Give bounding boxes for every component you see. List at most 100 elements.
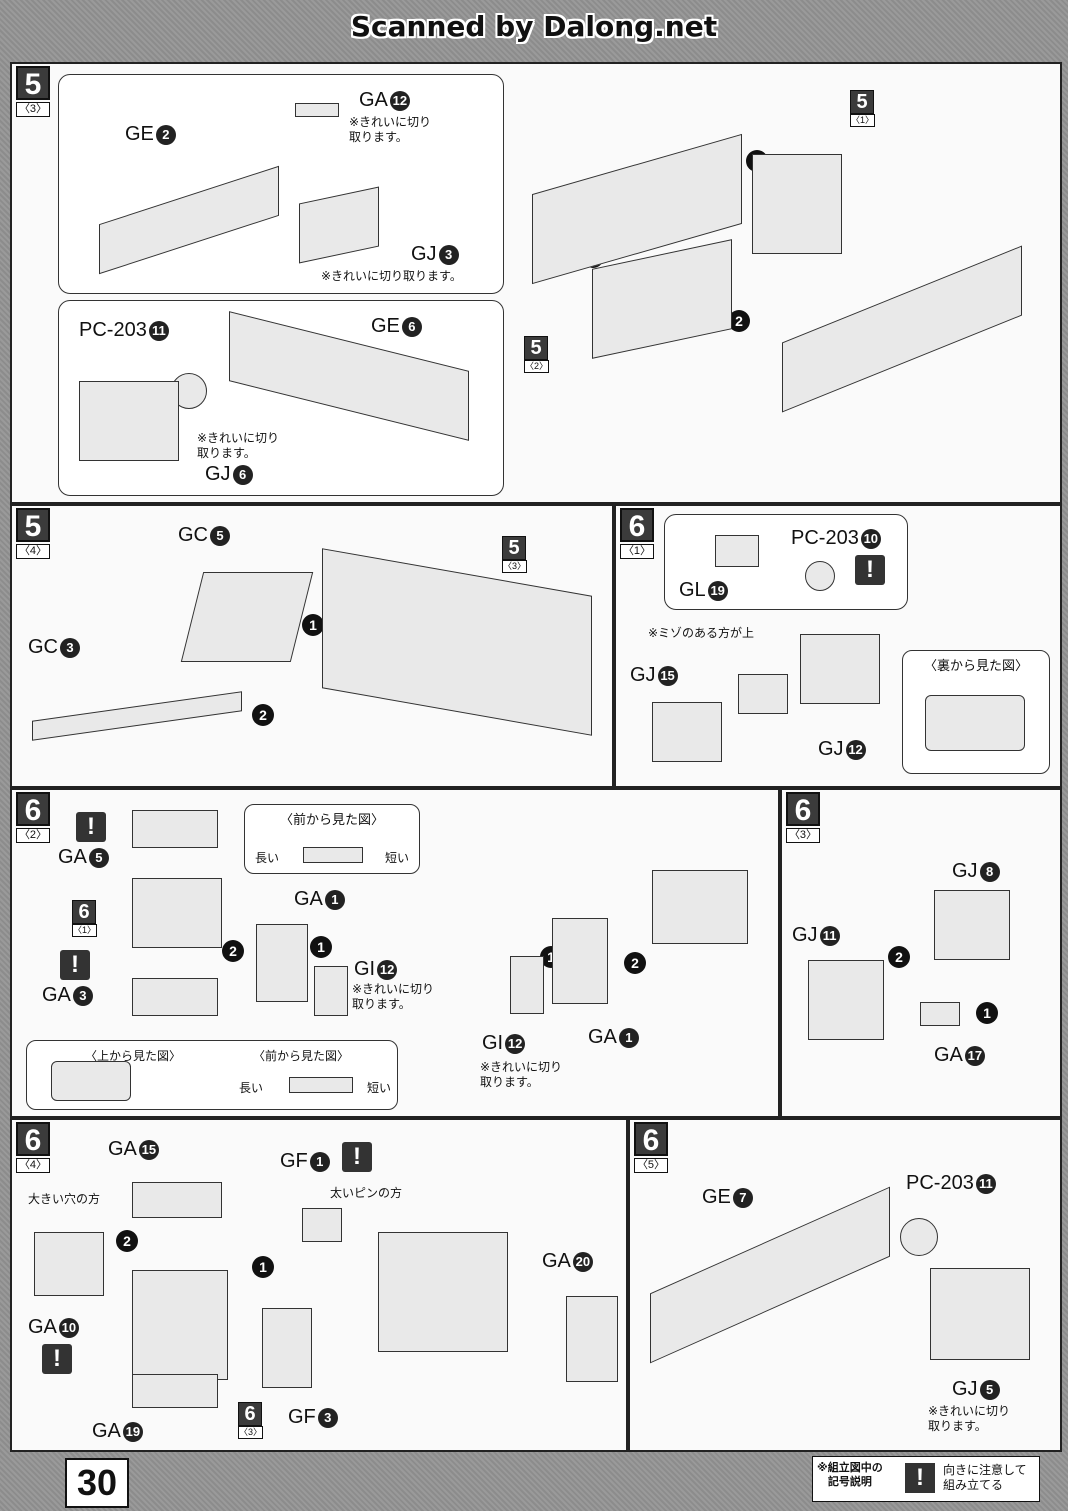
step-badge: 5〈4〉 [16,508,50,559]
note-big-hole: 大きい穴の方 [28,1192,101,1206]
ga12-part [295,103,339,117]
note-thick-pin: 太いピンの方 [330,1186,403,1200]
gj15-part [652,702,722,762]
short-label: 短い [385,851,410,865]
gc5-plate [180,572,314,662]
ref-6-3: 6〈3〉 [238,1402,264,1439]
right-assembly [378,1232,508,1352]
long-label: 長い [255,851,280,865]
ga15-part [132,1182,222,1218]
gj6-part [79,381,179,461]
legend-title: ※組立図中の 記号説明 [817,1462,883,1488]
symbol-legend: ※組立図中の 記号説明 ! 向きに注意して 組み立てる [812,1456,1040,1502]
step-sub: 〈3〉 [16,102,50,117]
ga5-part [132,810,218,848]
step-arrow-1: 1 [252,1256,274,1278]
ga20-part [566,1296,618,1382]
step-arrow-1: 1 [976,1002,998,1024]
step-badge: 6〈2〉 [16,792,50,843]
ga1-part-b [552,918,608,1004]
ge2-frame [99,165,279,275]
gf1-part [302,1208,342,1242]
step-number: 5 [16,66,50,101]
page-number: 30 [65,1458,129,1508]
gl19-part [715,535,759,567]
legend-text: 向きに注意して 組み立てる [943,1463,1027,1492]
gj11-part [808,960,884,1040]
ge7-frame [650,1186,890,1364]
note-gj5: ※きれいに切り 取ります。 [928,1404,1011,1433]
front-view-title: 〈前から見た図〉 [253,1049,350,1063]
warn-icon: ! [342,1142,372,1172]
hammer-long-part [782,245,1022,413]
small-block [34,1232,104,1296]
pc-ring [805,561,835,591]
gi12-part [314,966,348,1016]
front-bar [303,847,363,863]
step-badge: 5 〈3〉 [16,66,50,117]
note-ga12: ※きれいに切り 取ります。 [349,115,432,144]
short-label: 短い [367,1081,392,1095]
scan-watermark: Scanned by Dalong.net [350,10,718,43]
core-block [132,878,222,948]
view-title: 〈裏から見た図〉 [923,658,1028,673]
top-view-title: 〈上から見た図〉 [85,1049,182,1063]
gj12-part [800,634,880,704]
gj8-part [934,890,1010,960]
ga3-part [132,978,218,1016]
ref-5-3: 5〈3〉 [502,536,528,573]
ge6-frame [229,311,469,441]
step-arrow-2: 2 [252,704,274,726]
step-arrow-2: 2 [728,310,750,332]
gi12-part-b [510,956,544,1014]
center-block [132,1270,228,1380]
ref-5-1: 5〈1〉 [850,90,876,127]
note-gj6: ※きれいに切り 取ります。 [197,431,280,460]
step-arrow-2: 2 [116,1230,138,1252]
gc3-blade [32,691,242,741]
ref-5-2: 5〈2〉 [524,336,550,373]
view-title: 〈前から見た図〉 [279,812,384,827]
gl-part-placed [738,674,788,714]
step-arrow-1: 1 [302,614,324,636]
step-arrow-2b: 2 [624,952,646,974]
warn-icon: ! [855,555,885,585]
note-gi12a: ※きれいに切り 取ります。 [352,982,435,1011]
note-groove: ※ミゾのある方が上 [648,626,755,640]
ga19-part [132,1374,218,1408]
assembled-block [652,870,748,944]
front-view: 〈前から見た図〉 長い 短い [244,804,420,874]
hammer-block [752,154,842,254]
step-badge: 6〈5〉 [634,1122,668,1173]
gf3-part [262,1308,312,1388]
hammer-body [322,548,592,736]
back-frame [925,695,1025,751]
